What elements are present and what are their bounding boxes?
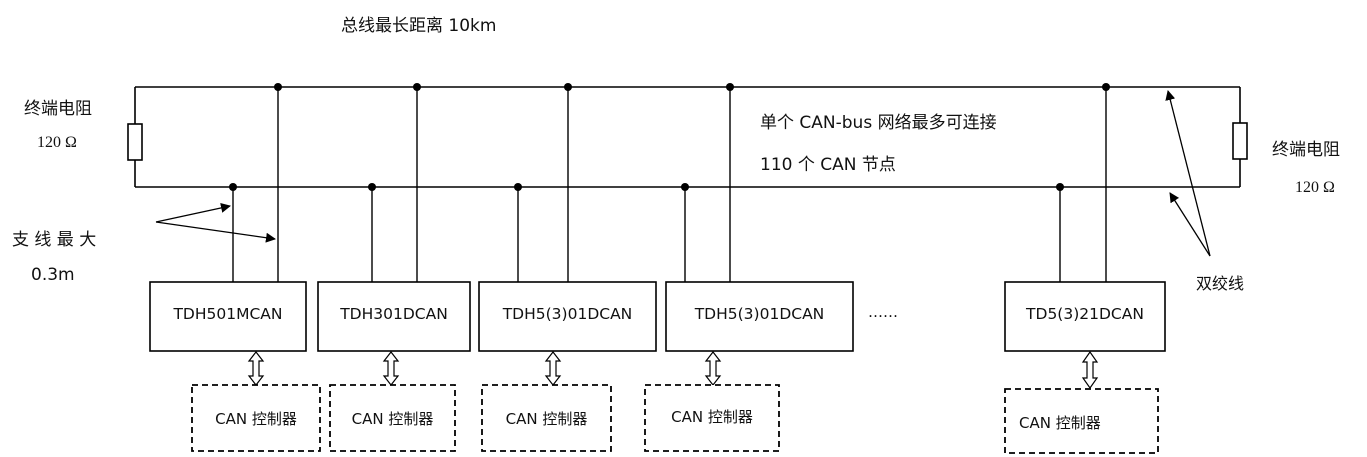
terminator-left-label: 终端电阻 <box>24 99 92 119</box>
node-5-link-arrow <box>1081 350 1099 390</box>
controller-label-2: CAN 控制器 <box>351 410 434 428</box>
branch-max-label-1: 支 线 最 大 <box>12 230 97 250</box>
controller-label-1: CAN 控制器 <box>215 410 297 428</box>
node-box-4 <box>665 281 854 352</box>
controller-box-5 <box>1004 388 1159 454</box>
controller-box-1 <box>191 384 321 452</box>
branch-arrow-2 <box>155 221 276 243</box>
node-1-stubs <box>229 83 282 282</box>
controller-box-3 <box>481 384 612 452</box>
twisted-pair-arrow-bottom <box>1169 192 1211 257</box>
controller-label-3: CAN 控制器 <box>505 410 588 428</box>
node-1-link-arrow <box>247 351 265 386</box>
controller-label-5: CAN 控制器 <box>1019 414 1101 432</box>
node-2-stubs <box>368 83 421 282</box>
twisted-pair-arrow-top <box>1165 90 1211 257</box>
branch-max-label-2: 0.3m <box>31 265 75 285</box>
node-name-1: TDH501MCAN <box>173 305 283 323</box>
twisted-pair-label: 双绞线 <box>1196 274 1245 293</box>
node-4-link-arrow <box>704 351 722 386</box>
terminator-left-value: 120 Ω <box>37 134 77 151</box>
branch-arrow-1 <box>155 203 231 223</box>
node-3-link-arrow <box>544 351 562 386</box>
node-2-link-arrow <box>382 351 400 386</box>
node-limit-line-2: 110 个 CAN 节点 <box>760 155 896 175</box>
node-3-stubs <box>514 83 572 282</box>
node-box-5 <box>1004 281 1166 352</box>
terminator-right-label: 终端电阻 <box>1272 140 1340 160</box>
controller-label-4: CAN 控制器 <box>671 408 753 426</box>
node-box-1 <box>149 281 307 352</box>
node-limit-line-1: 单个 CAN-bus 网络最多可连接 <box>760 113 997 133</box>
node-name-5: TD5(3)21DCAN <box>1026 305 1144 323</box>
ellipsis-label: …… <box>868 303 898 321</box>
node-box-2 <box>317 281 471 352</box>
node-name-4: TDH5(3)01DCAN <box>694 305 825 323</box>
bus-max-length-label: 总线最长距离 10km <box>341 16 497 36</box>
node-5-stubs <box>1056 83 1110 282</box>
controller-box-2 <box>329 384 456 452</box>
terminator-right-value: 120 Ω <box>1295 179 1335 196</box>
controller-box-4 <box>644 384 780 452</box>
terminator-left-resistor <box>127 87 143 187</box>
node-name-3: TDH5(3)01DCAN <box>502 305 633 323</box>
terminator-right-resistor <box>1232 87 1248 187</box>
node-box-3 <box>478 281 657 352</box>
node-name-2: TDH301DCAN <box>340 305 448 323</box>
node-4-stubs <box>681 83 734 282</box>
